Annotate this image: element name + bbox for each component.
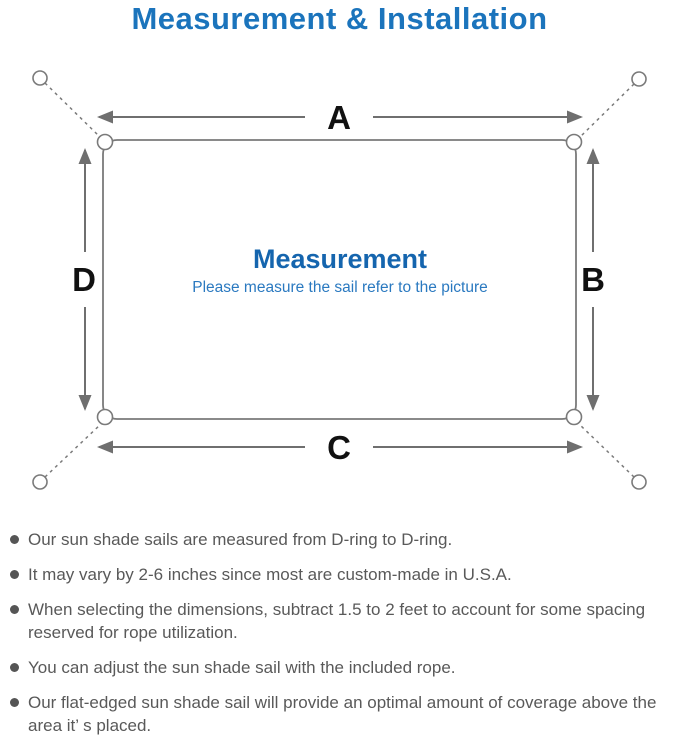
dimension-label-c: C — [327, 429, 351, 466]
dimension-arrows — [78, 110, 600, 454]
note-text: You can adjust the sun shade sail with t… — [28, 658, 456, 677]
bullet-icon — [10, 663, 19, 672]
bullet-icon — [10, 605, 19, 614]
note-item-measured-d-ring: Our sun shade sails are measured from D-… — [10, 528, 670, 551]
bullet-icon — [10, 570, 19, 579]
anchor-point-top-left — [32, 70, 48, 86]
rope-line-bottom-left — [44, 423, 102, 478]
anchor-points — [32, 70, 647, 490]
sail-center-subtext: Please measure the sail refer to the pic… — [192, 279, 488, 296]
note-text: Our sun shade sails are measured from D-… — [28, 530, 453, 549]
measurement-diagram: A B C D Measurement Please measure the s… — [32, 70, 647, 490]
d-ring-top-right — [565, 133, 583, 151]
anchor-point-bottom-right — [631, 474, 647, 490]
note-item-adjust-rope: You can adjust the sun shade sail with t… — [10, 656, 670, 679]
note-item-flat-edged-coverage: Our flat-edged sun shade sail will provi… — [10, 691, 670, 737]
rope-line-top-left — [44, 82, 102, 139]
bullet-icon — [10, 698, 19, 707]
anchor-rope-lines — [44, 82, 635, 478]
note-item-vary-inches: It may vary by 2-6 inches since most are… — [10, 563, 670, 586]
sail-outline — [102, 139, 577, 420]
anchor-point-top-right — [631, 71, 647, 87]
rope-line-top-right — [578, 83, 635, 139]
dimension-label-a: A — [327, 99, 351, 136]
d-rings — [96, 133, 583, 426]
d-ring-bottom-right — [565, 408, 583, 426]
rope-line-bottom-right — [578, 423, 635, 478]
anchor-point-bottom-left — [32, 474, 48, 490]
page-title: Measurement & Installation — [131, 1, 548, 36]
dimension-label-d: D — [72, 261, 96, 298]
sail-center-heading: Measurement — [253, 244, 427, 274]
note-text: It may vary by 2-6 inches since most are… — [28, 565, 512, 584]
d-ring-top-left — [96, 133, 114, 151]
note-text: When selecting the dimensions, subtract … — [28, 600, 646, 642]
notes-list: Our sun shade sails are measured from D-… — [10, 528, 670, 739]
dimension-label-b: B — [581, 261, 605, 298]
bullet-icon — [10, 535, 19, 544]
d-ring-bottom-left — [96, 408, 114, 426]
note-text: Our flat-edged sun shade sail will provi… — [28, 693, 657, 735]
note-item-subtract-feet: When selecting the dimensions, subtract … — [10, 598, 670, 644]
